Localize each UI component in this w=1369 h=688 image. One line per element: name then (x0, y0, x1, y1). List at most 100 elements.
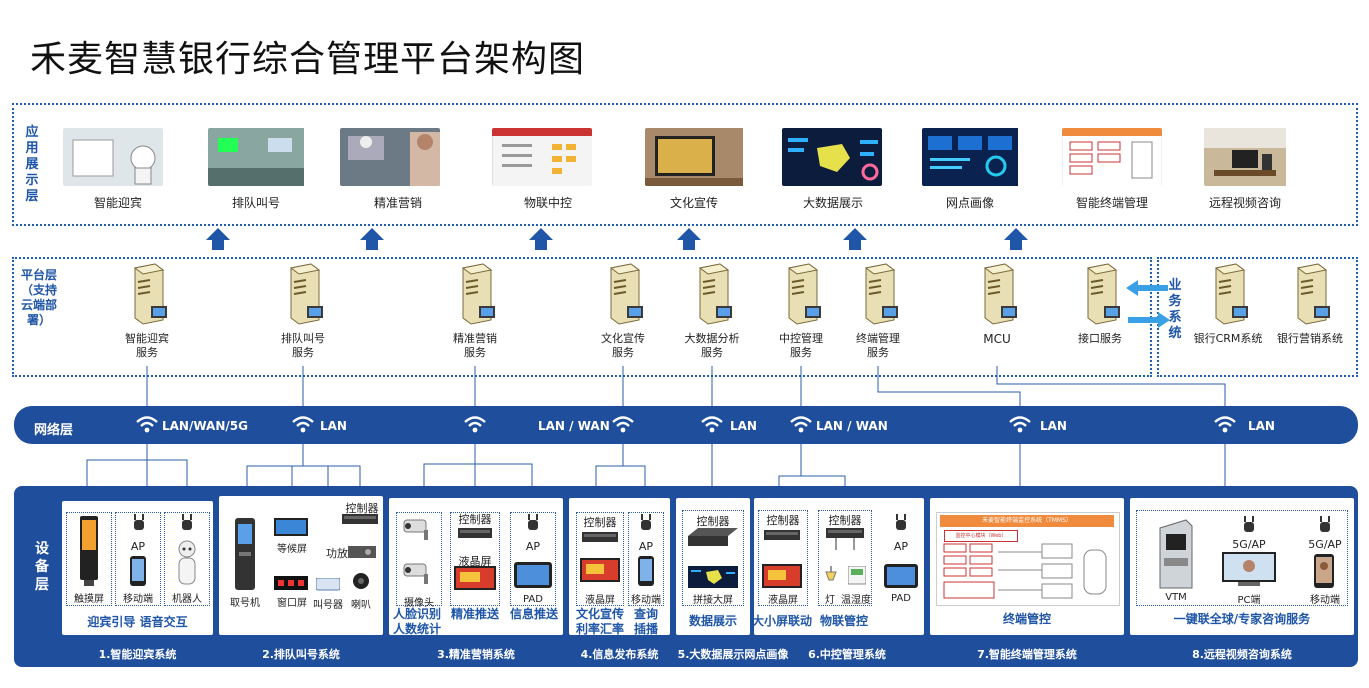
network-link-label: LAN / WAN (816, 419, 888, 433)
app-item-video[interactable]: 远程视频咨询 (1204, 128, 1315, 211)
app-item-terminal[interactable]: 智能终端管理 (1061, 127, 1182, 211)
app-item-queue[interactable]: 排队叫号 (208, 128, 326, 211)
device-layer-label: 设备层 (35, 541, 49, 593)
arrows-up (206, 228, 1028, 250)
app-item-culture[interactable]: 文化宣传 (645, 128, 764, 211)
up-arrow-icon (206, 228, 230, 250)
mobile-icon (638, 556, 654, 586)
business-server-2[interactable]: 银行营销系统 (1265, 262, 1355, 346)
server-1[interactable]: 智能迎宾服务 (102, 262, 192, 360)
wifi-icon (790, 416, 812, 438)
panel-caption: 一键联全球/专家咨询服务 (1173, 612, 1311, 626)
network-link-label: LAN (1040, 419, 1067, 433)
up-arrow-icon (1004, 228, 1028, 250)
device-label: 控制器 (828, 514, 862, 527)
app-item-label: 文化宣传 (669, 196, 718, 210)
app-item-label: 智能终端管理 (1075, 196, 1148, 210)
panel-caption: 利率汇率 (575, 622, 624, 636)
server-2[interactable]: 排队叫号服务 (258, 262, 348, 360)
device-label: PAD (891, 593, 911, 604)
device-label: 机器人 (172, 594, 202, 605)
wifi-icon (701, 416, 723, 438)
device-label: 控制器 (583, 516, 617, 529)
speaker-icon (353, 573, 369, 589)
controller-icon (826, 528, 864, 550)
ap-icon (641, 514, 651, 530)
business-server-1[interactable]: 银行CRM系统 (1183, 262, 1273, 346)
device-label: 触摸屏 (74, 594, 104, 605)
server-label: 精准营销服务 (453, 332, 497, 359)
panel-caption: 文化宣传 (575, 607, 624, 621)
controller-icon (582, 532, 618, 542)
caller-icon (316, 578, 340, 591)
panel-caption: 查询 (633, 607, 658, 621)
device-label: PAD (523, 594, 543, 605)
network-link-label: LAN (1248, 419, 1275, 433)
vtm-icon (1159, 519, 1193, 589)
server-label: 银行CRM系统 (1193, 332, 1263, 345)
app-item-portrait[interactable]: 网点画像 (922, 128, 1040, 211)
server-label: 排队叫号服务 (281, 332, 325, 359)
left-arrow-icon (1126, 280, 1168, 296)
system-name: 5.大数据展示网点画像 (677, 648, 789, 661)
device-label: 控制器 (696, 515, 730, 528)
device-label: 摄像头 (404, 598, 434, 609)
server-icon (258, 262, 348, 332)
device-label: 液晶屏 (585, 595, 615, 606)
up-arrow-icon (360, 228, 384, 250)
device-label: 移动端 (123, 594, 153, 605)
panel-caption: 精准推送 (450, 607, 499, 621)
app-item-label: 智能迎宾 (93, 196, 142, 210)
app-item-bigdata[interactable]: 大数据展示 (782, 128, 903, 211)
panel-caption: 数据展示 (688, 614, 737, 628)
robot-icon (178, 540, 196, 585)
platform-layer-label: 平台层（支持云端部署） (20, 268, 57, 327)
server-label: 智能迎宾服务 (125, 332, 169, 359)
welcome-thumb (63, 128, 173, 188)
server-icon (578, 262, 668, 332)
system-name: 7.智能终端管理系统 (977, 648, 1077, 661)
server-9[interactable]: 接口服务 (1055, 262, 1145, 346)
panel-caption: 人脸识别 (392, 607, 441, 621)
server-4[interactable]: 文化宣传服务 (578, 262, 668, 360)
server-6[interactable]: 中控管理服务 (756, 262, 846, 360)
wifi-icon (612, 416, 634, 438)
sub-bigdata (682, 510, 744, 606)
system-name: 3.精准营销系统 (437, 648, 515, 661)
app-item-iot[interactable]: 物联中控 (491, 127, 618, 211)
app-item-welcome[interactable]: 智能迎宾 (63, 128, 188, 211)
server-5[interactable]: 大数据分析服务 (667, 262, 757, 360)
server-3[interactable]: 精准营销服务 (430, 262, 520, 360)
server-8[interactable]: MCU (952, 262, 1042, 346)
wifi-icon (136, 416, 158, 438)
up-arrow-icon (677, 228, 701, 250)
video-thumb (1204, 128, 1286, 188)
sub-mobile (115, 512, 161, 606)
device-label: 窗口屏 (277, 598, 307, 609)
panel-caption: 迎宾引导 语音交互 (87, 615, 188, 629)
app-item-label: 远程视频咨询 (1208, 196, 1281, 210)
device-label: 液晶屏 (768, 595, 798, 606)
device-label: 叫号器 (313, 600, 343, 611)
device-label: 5G/AP (1308, 538, 1342, 551)
ap-icon (528, 514, 538, 530)
app-item-label: 大数据展示 (802, 196, 863, 210)
pad-icon (884, 564, 918, 588)
controller-icon (764, 530, 800, 540)
app-item-marketing[interactable]: 精准营销 (340, 128, 468, 211)
server-7[interactable]: 终端管理服务 (833, 262, 923, 360)
device-label: 温湿度 (841, 595, 871, 606)
network-link-label: LAN (320, 419, 347, 433)
network-layer-bar (14, 406, 1358, 444)
ticket-machine-icon (235, 518, 255, 590)
pc-icon (1222, 552, 1276, 586)
culture-thumb (645, 128, 743, 188)
controller-icon (458, 528, 492, 538)
video-wall-icon (688, 566, 738, 588)
device-label: 控制器 (766, 514, 800, 527)
sub-pad (510, 512, 556, 606)
pad-icon (514, 562, 552, 588)
system-name: 8.远程视频咨询系统 (1192, 648, 1292, 661)
panel-caption: 终端管控 (1002, 612, 1051, 626)
server-label: 中控管理服务 (779, 332, 823, 359)
